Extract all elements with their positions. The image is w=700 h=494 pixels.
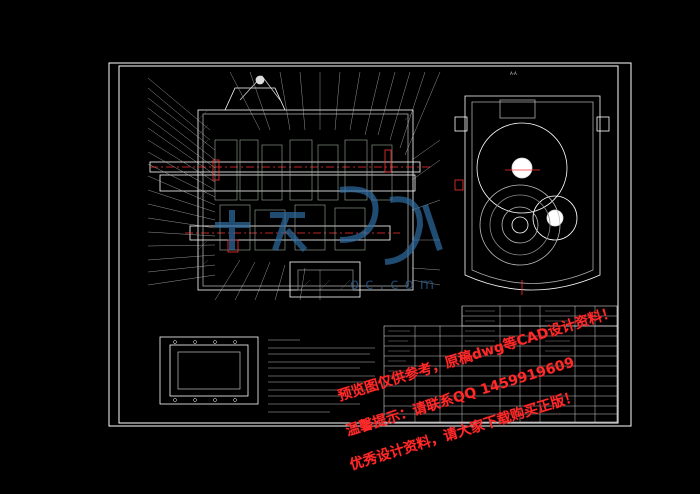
leader-lines-left bbox=[147, 77, 216, 286]
leader-lines-top bbox=[229, 71, 441, 156]
parts-list-table bbox=[383, 305, 618, 423]
detail-view bbox=[159, 336, 259, 405]
inner-border bbox=[118, 65, 619, 424]
outer-border bbox=[108, 62, 632, 427]
technical-notes bbox=[268, 339, 375, 413]
site-url-watermark: oc.com bbox=[350, 275, 441, 293]
leader-lines-bottom bbox=[214, 139, 441, 301]
side-view bbox=[454, 95, 610, 295]
parts-list-entries bbox=[388, 310, 570, 372]
site-logo-watermark bbox=[215, 186, 443, 265]
side-view-label: A-A bbox=[510, 71, 517, 76]
